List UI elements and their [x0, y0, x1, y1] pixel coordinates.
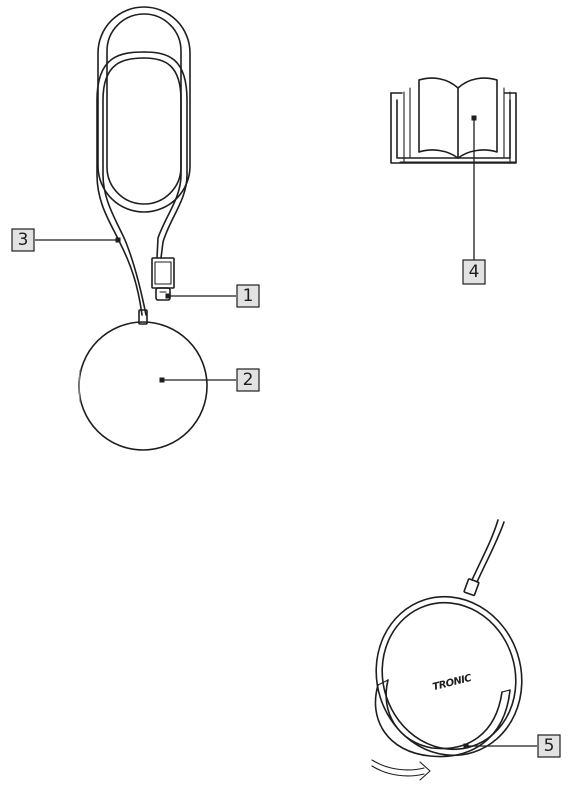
callout-3-label: 3 — [18, 230, 29, 250]
cable-loop-outer — [96, 51, 145, 316]
callout-2: 2 — [236, 368, 260, 392]
leader-2-dot — [159, 377, 165, 383]
callout-2-label: 2 — [243, 370, 254, 390]
callout-1: 1 — [236, 284, 260, 308]
cable-loop-inner-right — [143, 57, 182, 259]
cable-loop-inner-oval — [106, 13, 182, 205]
cable-loop-outer-oval — [97, 6, 191, 213]
leader-4-dot — [471, 115, 477, 121]
stand-cable — [471, 519, 499, 581]
callout-4-label: 4 — [469, 262, 480, 282]
brand-logo: TRONIC — [432, 673, 474, 693]
book-right-page — [457, 77, 498, 159]
callout-5-label: 5 — [544, 736, 555, 756]
leader-5-dot — [463, 743, 469, 749]
stand-cable-strain-relief — [463, 578, 480, 597]
cable-loop-outer-right — [143, 51, 188, 259]
stand-pad-face — [375, 595, 523, 757]
leader-3-dot — [115, 237, 121, 243]
cable-loop-inner — [102, 57, 147, 316]
book-left-page — [418, 77, 459, 159]
manual-figure: 4 — [390, 77, 517, 285]
callout-5: 5 — [537, 734, 561, 758]
usb-c-connector — [151, 257, 175, 301]
charging-pad — [78, 321, 208, 451]
stand-ring — [374, 684, 511, 758]
callout-1-label: 1 — [243, 286, 254, 306]
charger-parts-figure: 1 2 3 — [11, 6, 260, 451]
callout-4: 4 — [462, 259, 486, 285]
book-back-pages — [390, 92, 517, 164]
callout-3: 3 — [11, 228, 35, 252]
leader-1-dot — [165, 293, 171, 299]
stand-figure: TRONIC 5 — [371, 519, 561, 781]
rotate-arrow-icon — [371, 759, 425, 777]
charging-pad-edge — [78, 369, 81, 403]
cable-strain-relief — [138, 309, 148, 325]
